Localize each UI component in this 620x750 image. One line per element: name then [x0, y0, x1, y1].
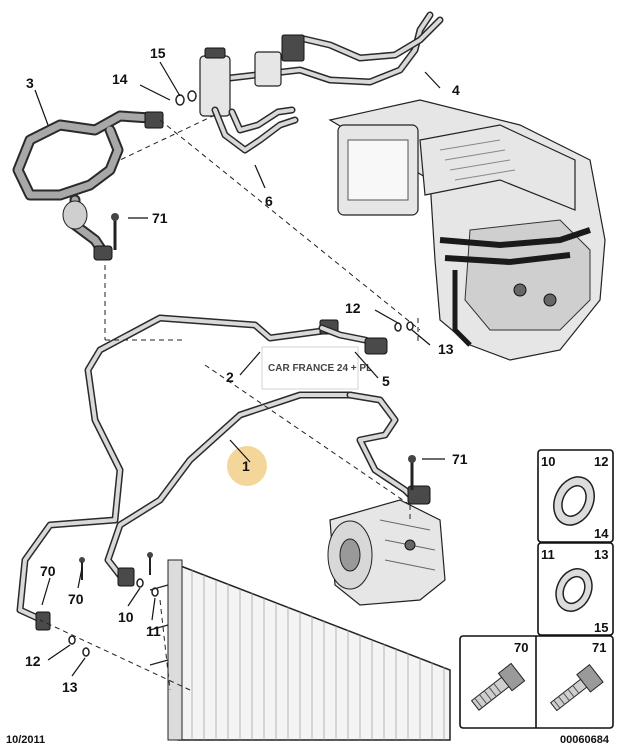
fastener-71-right [408, 455, 416, 490]
callout-2: 2 [226, 369, 234, 385]
callout-70-mid: 70 [68, 591, 84, 607]
callout-15: 15 [150, 45, 166, 61]
legend-box3-left: 70 [514, 640, 528, 655]
legend-box2-br: 15 [594, 620, 608, 635]
legend-box2-tl: 11 [541, 547, 555, 562]
callout-70-left: 70 [40, 563, 56, 579]
callout-12-bottom: 12 [25, 653, 41, 669]
callout-1: 1 [242, 458, 250, 474]
watermark: CAR FRANCE 24 + PL [261, 346, 372, 390]
callout-71-top: 71 [152, 210, 168, 226]
legend-box-11-13-15: 11 13 15 [537, 542, 614, 636]
condenser [149, 559, 451, 741]
hvac-unit [328, 99, 606, 361]
callout-5: 5 [382, 373, 390, 389]
fastener-71-top [111, 213, 119, 250]
assembly-dashed-lines [39, 114, 421, 691]
pipe-5-fitting [318, 324, 388, 355]
legend-box-70-71: 70 71 [459, 635, 614, 729]
callout-71-right: 71 [452, 451, 468, 467]
legend-box1-br: 14 [594, 526, 609, 541]
footer-date: 10/2011 [6, 734, 45, 746]
compressor [327, 499, 446, 606]
callout-12-top: 12 [345, 300, 361, 316]
callout-11: 11 [146, 623, 161, 639]
callout-4: 4 [452, 82, 460, 98]
bolt-icon [470, 662, 526, 711]
callout-13-bottom: 13 [62, 679, 78, 695]
expansion-valve [199, 47, 299, 154]
callout-10: 10 [118, 609, 134, 625]
highlight-circle [227, 446, 267, 486]
legend-box2-tr: 13 [594, 547, 608, 562]
pipe-1 [104, 391, 431, 587]
leader-lines [34, 61, 445, 677]
legend-box3-right: 71 [592, 640, 606, 655]
callout-14: 14 [112, 71, 128, 87]
legend-box1-tl: 10 [541, 454, 555, 469]
pipe-4 [226, 11, 444, 86]
hose-3 [12, 110, 164, 261]
legend-box1-tr: 12 [594, 454, 608, 469]
callout-13-top: 13 [438, 341, 454, 357]
callout-labels: 15 14 3 4 6 71 12 13 2 5 1 71 70 70 10 1… [25, 45, 468, 695]
legend-box-10-12-14: 10 12 14 [537, 449, 614, 543]
footer-code: 00060684 [560, 734, 610, 746]
watermark-text: CAR FRANCE 24 + PL [268, 363, 372, 374]
o-rings-14-15 [175, 90, 197, 106]
bolt-icon [549, 664, 604, 712]
callout-6: 6 [265, 193, 273, 209]
callout-3: 3 [26, 75, 34, 91]
